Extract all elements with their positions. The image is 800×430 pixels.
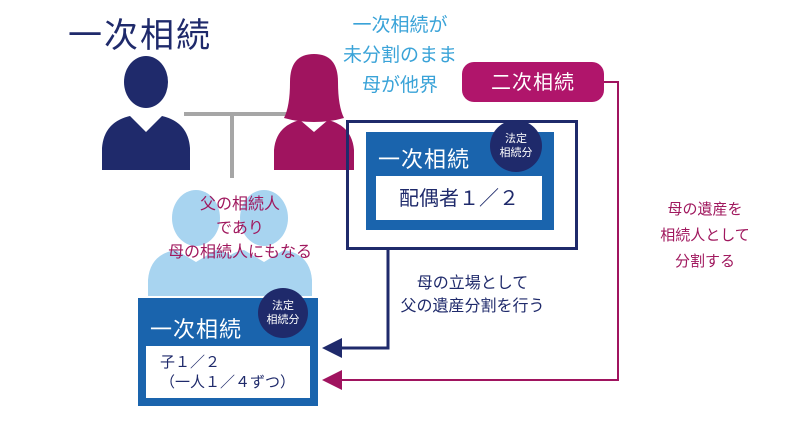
badge-line-2: 相続分 bbox=[499, 146, 533, 159]
children-share-line-1: 子１／２ bbox=[160, 353, 221, 371]
mother-role-line-2: 父の遺産分割を行う bbox=[400, 296, 545, 315]
badge-line-2: 相続分 bbox=[266, 313, 300, 326]
badge-line-1: 法定 bbox=[272, 299, 294, 312]
children-icon bbox=[148, 190, 312, 296]
mother-inheritance-frame bbox=[346, 120, 578, 250]
mother-to-children-arrow bbox=[336, 250, 390, 350]
badge-line-1: 法定 bbox=[505, 132, 527, 145]
heir-note-line-1: 父の相続人 bbox=[199, 194, 280, 213]
children-share: 子１／２ （一人１／４ずつ） bbox=[146, 346, 310, 398]
children-inheritance-box: 一次相続 子１／２ （一人１／４ずつ） bbox=[138, 298, 318, 406]
heir-note-line-2: であり bbox=[216, 218, 264, 237]
page-title: 一次相続 bbox=[68, 16, 212, 56]
children-box-title: 一次相続 bbox=[150, 318, 243, 343]
navy-arrowhead bbox=[322, 338, 342, 358]
mother-note-line-2: 未分割のまま bbox=[342, 44, 457, 66]
second-inheritance-arrow bbox=[336, 81, 619, 381]
mother-note-line-1: 一次相続が bbox=[352, 14, 448, 36]
mother-icon bbox=[274, 54, 354, 170]
legal-share-badge: 法定 相続分 bbox=[490, 120, 542, 172]
second-annotation-line-2: 相続人として bbox=[660, 226, 750, 244]
mother-box-title: 一次相続 bbox=[378, 148, 471, 173]
father-icon bbox=[102, 56, 190, 170]
mother-note: 一次相続が 未分割のまま 母が他界 bbox=[335, 10, 465, 100]
second-annotation-line-1: 母の遺産を bbox=[667, 200, 743, 218]
heir-note-line-3: 母の相続人にもなる bbox=[167, 242, 312, 261]
second-inheritance-label: 二次相続 bbox=[462, 62, 604, 102]
children-share-line-2: （一人１／４ずつ） bbox=[160, 373, 296, 391]
legal-share-badge: 法定 相続分 bbox=[258, 288, 308, 338]
second-annotation-line-3: 分割する bbox=[674, 252, 735, 270]
mother-note-line-3: 母が他界 bbox=[361, 74, 438, 96]
second-inheritance-annotation: 母の遺産を 相続人として 分割する bbox=[640, 196, 770, 274]
magenta-arrowhead bbox=[322, 370, 342, 390]
mother-role-annotation: 母の立場として 父の遺産分割を行う bbox=[390, 271, 555, 317]
spouse-share: 配偶者１／２ bbox=[376, 176, 542, 220]
heir-note: 父の相続人 であり 母の相続人にもなる bbox=[135, 192, 345, 264]
mother-role-line-1: 母の立場として bbox=[416, 273, 529, 292]
